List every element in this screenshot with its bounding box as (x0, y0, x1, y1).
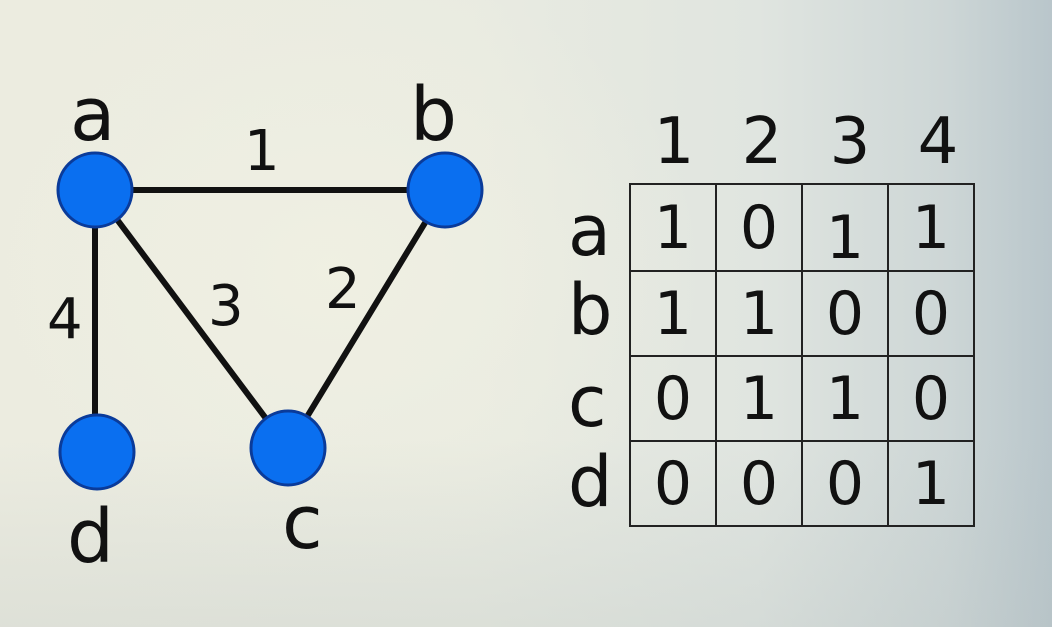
matrix-cell: 0 (887, 270, 975, 357)
matrix-cell: 1 (801, 183, 889, 272)
node-c (249, 409, 327, 487)
matrix-row: 1 1 0 0 (629, 270, 975, 357)
matrix-cell: 1 (887, 440, 975, 527)
matrix-cell: 1 (715, 355, 803, 442)
matrix-cell: 1 (715, 270, 803, 357)
incidence-matrix: 1 0 1 1 1 1 0 0 0 1 1 0 0 0 0 1 (629, 183, 975, 527)
matrix-col-header-3: 3 (829, 105, 871, 179)
edge-label-2: 2 (325, 257, 361, 322)
node-label-d: d (67, 494, 114, 580)
matrix-cell: 1 (629, 270, 717, 357)
matrix-cell: 0 (715, 440, 803, 527)
node-label-a: a (70, 72, 116, 158)
matrix-col-header-2: 2 (741, 105, 783, 179)
matrix-cell: 0 (887, 355, 975, 442)
edge-b-c (285, 187, 448, 451)
matrix-col-header-1: 1 (653, 105, 695, 179)
node-label-c: c (282, 480, 323, 566)
matrix-cell: 0 (715, 183, 803, 272)
matrix-cell: 1 (887, 183, 975, 272)
matrix-cell: 1 (629, 183, 717, 272)
matrix-row-header-b: b (568, 269, 613, 351)
edge-label-3: 3 (208, 274, 244, 339)
matrix-row: 0 1 1 0 (629, 355, 975, 442)
matrix-cell: 0 (629, 355, 717, 442)
matrix-col-header-4: 4 (917, 105, 959, 179)
matrix-cell: 1 (801, 355, 889, 442)
matrix-row: 0 0 0 1 (629, 440, 975, 527)
node-label-b: b (410, 72, 457, 158)
matrix-row: 1 0 1 1 (629, 183, 975, 272)
edge-label-4: 4 (47, 287, 83, 352)
node-b (406, 151, 484, 229)
matrix-cell: 0 (801, 270, 889, 357)
edge-a-c (92, 187, 291, 451)
matrix-cell: 0 (629, 440, 717, 527)
matrix-row-header-d: d (568, 441, 613, 523)
node-d (58, 413, 136, 491)
node-a (56, 151, 134, 229)
edge-label-1: 1 (244, 119, 280, 184)
matrix-cell: 0 (801, 440, 889, 527)
matrix-row-header-c: c (568, 361, 607, 443)
matrix-row-header-a: a (568, 190, 611, 272)
